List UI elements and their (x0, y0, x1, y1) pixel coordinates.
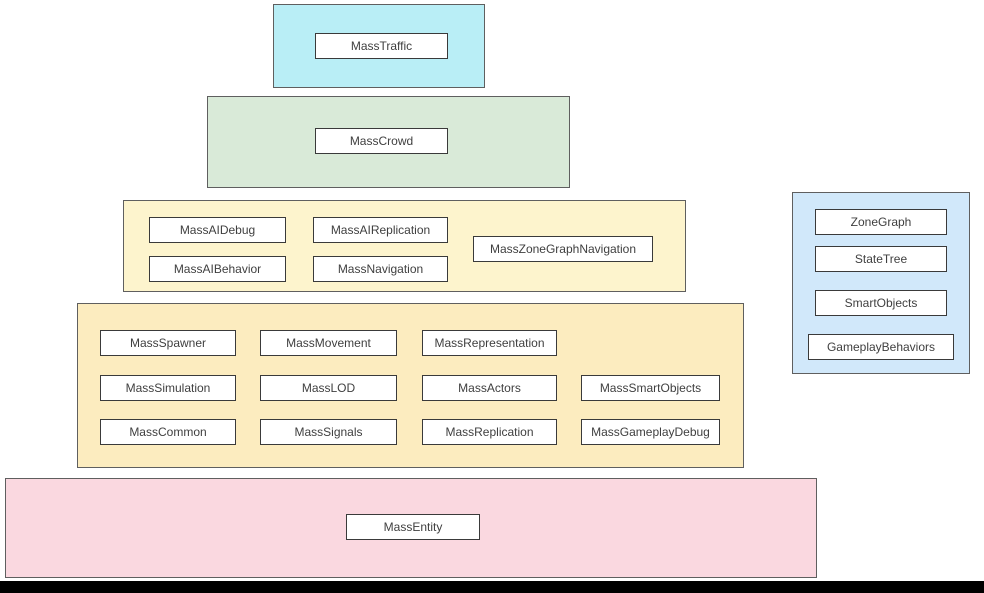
module-box-mass-replication: MassReplication (422, 419, 557, 445)
module-box-gameplay-behaviors: GameplayBehaviors (808, 334, 954, 360)
letterbox-bar (0, 581, 984, 593)
module-box-mass-ai-debug: MassAIDebug (149, 217, 286, 243)
module-box-mass-actors: MassActors (422, 375, 557, 401)
module-box-mass-lod: MassLOD (260, 375, 397, 401)
module-box-mass-ai-replication: MassAIReplication (313, 217, 448, 243)
module-box-mass-spawner: MassSpawner (100, 330, 236, 356)
module-box-smart-objects: SmartObjects (815, 290, 947, 316)
module-box-state-tree: StateTree (815, 246, 947, 272)
module-box-mass-smart-objects: MassSmartObjects (581, 375, 720, 401)
module-box-mass-representation: MassRepresentation (422, 330, 557, 356)
module-box-mass-common: MassCommon (100, 419, 236, 445)
module-box-mass-entity: MassEntity (346, 514, 480, 540)
module-box-mass-simulation: MassSimulation (100, 375, 236, 401)
module-box-mass-movement: MassMovement (260, 330, 397, 356)
module-box-mass-navigation: MassNavigation (313, 256, 448, 282)
module-box-mass-traffic: MassTraffic (315, 33, 448, 59)
module-box-zone-graph: ZoneGraph (815, 209, 947, 235)
module-box-mass-signals: MassSignals (260, 419, 397, 445)
module-box-mass-gameplay-debug: MassGameplayDebug (581, 419, 720, 445)
module-box-mass-ai-behavior: MassAIBehavior (149, 256, 286, 282)
module-box-mass-zone-graph-navigation: MassZoneGraphNavigation (473, 236, 653, 262)
module-box-mass-crowd: MassCrowd (315, 128, 448, 154)
